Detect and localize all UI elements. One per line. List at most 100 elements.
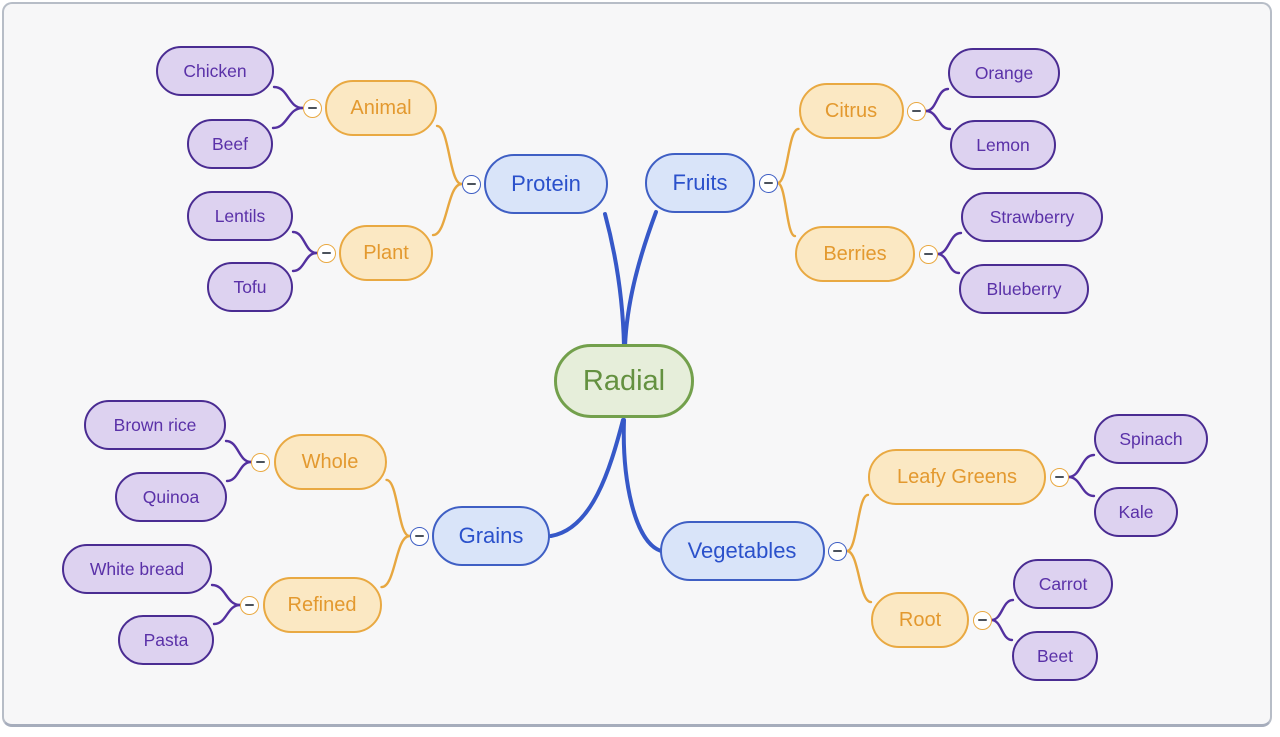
node-citrus[interactable]: Citrus: [798, 83, 904, 139]
edge-protein-animal: [435, 124, 463, 186]
node-berries[interactable]: Berries: [795, 226, 915, 282]
node-white-bread[interactable]: White bread: [62, 544, 212, 594]
collapse-button-plant[interactable]: [316, 243, 336, 263]
node-whole[interactable]: Whole: [273, 434, 387, 490]
node-beet[interactable]: Beet: [1012, 631, 1098, 681]
edge-whole-quinoa: [225, 460, 253, 483]
node-quinoa[interactable]: Quinoa: [115, 472, 227, 522]
node-label: Fruits: [672, 170, 728, 195]
collapse-button-refined[interactable]: [240, 595, 259, 615]
edge-radial-grains: [549, 418, 625, 538]
node-lentils[interactable]: Lentils: [187, 191, 293, 241]
edge-grains-refined: [380, 534, 411, 589]
edge-radial-protein: [603, 212, 626, 348]
minus-icon: [977, 619, 987, 621]
node-spinach[interactable]: Spinach: [1094, 414, 1208, 464]
minus-icon: [321, 252, 331, 254]
node-blueberry[interactable]: Blueberry: [959, 264, 1089, 314]
node-label: Chicken: [183, 60, 247, 81]
node-pasta[interactable]: Pasta: [118, 615, 214, 665]
minus-icon: [1054, 476, 1064, 478]
node-label: Plant: [363, 241, 409, 264]
node-label: White bread: [89, 558, 185, 579]
node-label: Protein: [511, 171, 581, 196]
edge-leafy-greens-kale: [1067, 475, 1096, 498]
node-lemon[interactable]: Lemon: [950, 120, 1056, 170]
node-label: Tofu: [233, 276, 267, 297]
edge-citrus-lemon: [924, 109, 952, 131]
collapse-button-berries[interactable]: [918, 244, 938, 264]
node-radial[interactable]: Radial: [554, 344, 694, 418]
node-beef[interactable]: Beef: [187, 119, 273, 169]
node-animal[interactable]: Animal: [325, 80, 437, 136]
node-brown-rice[interactable]: Brown rice: [84, 400, 226, 450]
node-label: Beet: [1037, 645, 1073, 666]
node-tofu[interactable]: Tofu: [207, 262, 293, 312]
edge-vegetables-leafy-greens: [845, 493, 870, 553]
minus-icon: [256, 461, 265, 463]
collapse-button-root[interactable]: [972, 610, 992, 630]
minus-icon: [763, 182, 773, 184]
edge-plant-lentils: [291, 230, 318, 255]
edge-root-beet: [990, 618, 1014, 642]
minus-icon: [833, 550, 842, 552]
node-strawberry[interactable]: Strawberry: [961, 192, 1103, 242]
node-kale[interactable]: Kale: [1094, 487, 1178, 537]
node-label: Refined: [287, 593, 357, 616]
edge-plant-tofu: [291, 251, 318, 273]
node-label: Animal: [350, 96, 412, 119]
edge-fruits-berries: [776, 181, 797, 238]
collapse-button-fruits[interactable]: [758, 173, 778, 193]
node-grains[interactable]: Grains: [432, 506, 550, 566]
node-root[interactable]: Root: [871, 592, 969, 648]
node-label: Pasta: [143, 629, 189, 650]
collapse-button-grains[interactable]: [409, 526, 429, 546]
minus-icon: [912, 110, 921, 112]
node-label: Strawberry: [989, 206, 1075, 227]
collapse-button-vegetables[interactable]: [828, 541, 847, 561]
node-leafy-greens[interactable]: Leafy Greens: [868, 449, 1046, 505]
node-label: Whole: [301, 450, 359, 473]
node-label: Vegetables: [687, 538, 797, 563]
minus-icon: [923, 253, 933, 255]
node-orange[interactable]: Orange: [948, 48, 1060, 98]
node-label: Quinoa: [142, 486, 200, 507]
node-plant[interactable]: Plant: [339, 225, 433, 281]
node-fruits[interactable]: Fruits: [645, 153, 755, 213]
node-label: Lemon: [976, 134, 1030, 155]
edge-leafy-greens-spinach: [1067, 453, 1096, 479]
edge-radial-fruits: [623, 210, 658, 348]
edge-berries-strawberry: [936, 231, 963, 256]
collapse-button-animal[interactable]: [302, 98, 322, 118]
node-carrot[interactable]: Carrot: [1013, 559, 1113, 609]
node-refined[interactable]: Refined: [262, 577, 382, 633]
minus-icon: [307, 107, 317, 109]
collapse-button-protein[interactable]: [461, 174, 481, 194]
node-label: Carrot: [1038, 573, 1088, 594]
edge-radial-vegetables: [621, 418, 663, 553]
edge-fruits-citrus: [776, 127, 800, 185]
node-label: Blueberry: [986, 278, 1062, 299]
edge-animal-chicken: [272, 85, 304, 110]
node-protein[interactable]: Protein: [484, 154, 608, 214]
node-label: Radial: [582, 364, 666, 397]
node-label: Root: [898, 608, 942, 631]
edge-refined-pasta: [212, 603, 242, 626]
collapse-button-citrus[interactable]: [907, 101, 926, 121]
node-label: Citrus: [824, 99, 878, 122]
node-label: Brown rice: [113, 414, 197, 435]
node-label: Leafy Greens: [896, 465, 1018, 488]
node-label: Grains: [458, 523, 524, 548]
collapse-button-whole[interactable]: [251, 452, 270, 472]
edge-refined-white-bread: [210, 583, 242, 607]
edge-protein-plant: [431, 182, 463, 237]
edge-citrus-orange: [924, 87, 950, 113]
minus-icon: [466, 183, 476, 185]
node-label: Beef: [212, 133, 248, 154]
node-chicken[interactable]: Chicken: [156, 46, 274, 96]
edge-berries-blueberry: [936, 252, 961, 275]
collapse-button-leafy-greens[interactable]: [1049, 467, 1069, 487]
node-vegetables[interactable]: Vegetables: [659, 521, 825, 581]
